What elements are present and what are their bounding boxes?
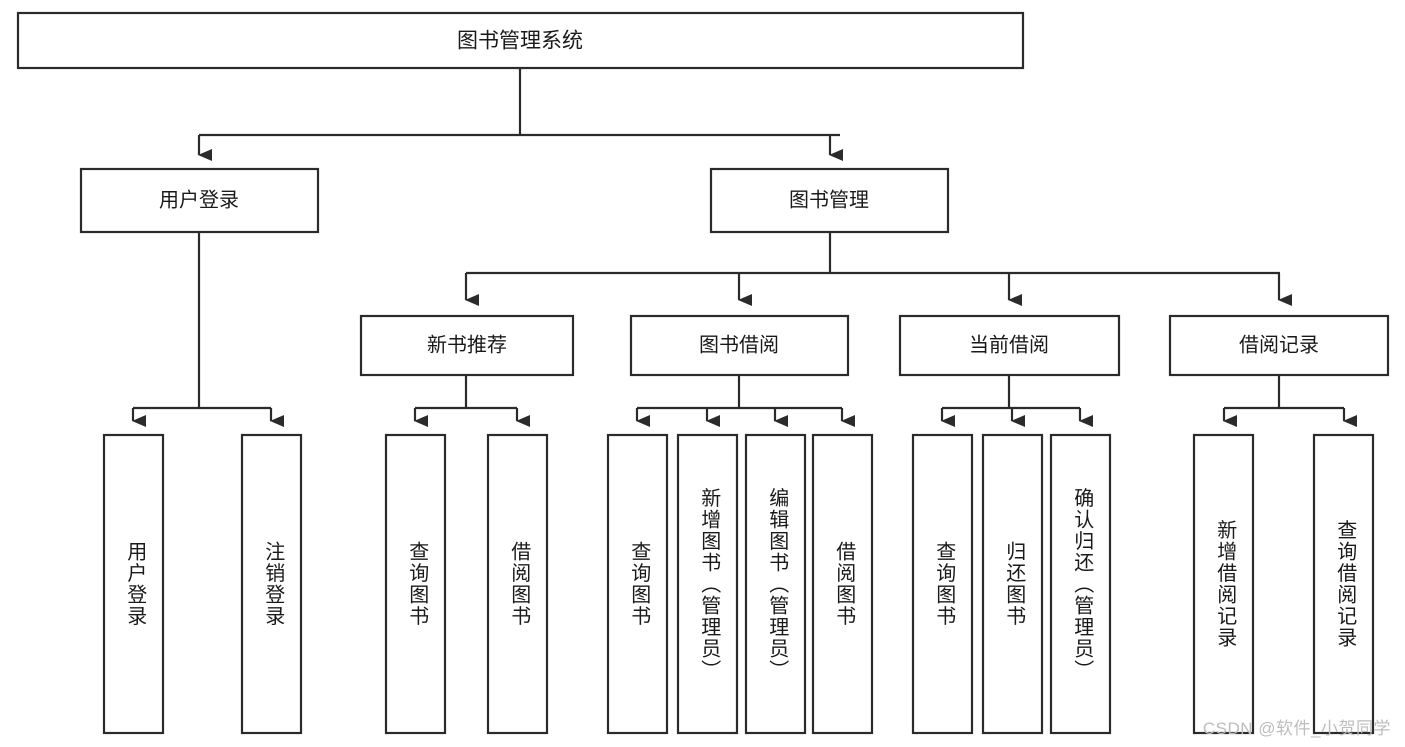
connector-root-to-level1: [197, 68, 843, 161]
node-book-borrow[interactable]: 图书借阅: [629, 314, 850, 377]
node-leaf-logout-login-label: 注销登录: [262, 541, 285, 627]
node-leaf-query-record-label: 查询借阅记录: [1334, 519, 1357, 648]
node-borrow-record-label: 借阅记录: [1239, 333, 1319, 356]
node-leaf-edit-book-label: 编辑图书（管理员）: [766, 487, 789, 681]
node-leaf-return-book-box[interactable]: [981, 433, 1044, 735]
node-leaf-user-login-label: 用户登录: [124, 541, 147, 627]
connector-layer: [131, 68, 1357, 427]
node-user-login[interactable]: 用户登录: [79, 167, 320, 234]
node-leaf-query-record-box[interactable]: [1312, 433, 1375, 735]
connector-bookborrow-to-leaves: [635, 375, 855, 427]
node-leaf-query-book-3[interactable]: 查询图书: [911, 433, 974, 735]
node-current-borrow-label: 当前借阅: [969, 333, 1049, 356]
node-leaf-borrow-book-1-box[interactable]: [486, 433, 549, 735]
node-leaf-confirm-return-box[interactable]: [1049, 433, 1112, 735]
connector-borrowrecord-to-leaves: [1222, 375, 1357, 427]
node-leaf-query-record[interactable]: 查询借阅记录: [1312, 433, 1375, 735]
node-leaf-add-record[interactable]: 新增借阅记录: [1192, 433, 1255, 735]
node-leaf-return-book[interactable]: 归还图书: [981, 433, 1044, 735]
node-leaf-borrow-book-1[interactable]: 借阅图书: [486, 433, 549, 735]
node-leaf-add-book[interactable]: 新增图书（管理员）: [676, 433, 739, 735]
node-leaf-query-book-1[interactable]: 查询图书: [384, 433, 447, 735]
node-user-login-box[interactable]: [79, 167, 320, 234]
node-leaf-borrow-book-2-label: 借阅图书: [833, 541, 856, 627]
node-book-borrow-label: 图书借阅: [699, 333, 779, 356]
node-leaf-user-login-box[interactable]: [102, 433, 165, 735]
node-leaf-add-book-label: 新增图书（管理员）: [698, 487, 721, 681]
node-borrow-record-box[interactable]: [1168, 314, 1390, 377]
node-book-manage-box[interactable]: [709, 167, 950, 234]
node-leaf-query-book-1-box[interactable]: [384, 433, 447, 735]
node-leaf-return-book-label: 归还图书: [1003, 541, 1026, 627]
node-leaf-logout-login-box[interactable]: [240, 433, 303, 735]
connector-bookmanage-to-level2: [464, 232, 1292, 306]
node-borrow-record[interactable]: 借阅记录: [1168, 314, 1390, 377]
node-book-manage[interactable]: 图书管理: [709, 167, 950, 234]
node-book-borrow-box[interactable]: [629, 314, 850, 377]
node-root-box[interactable]: [16, 11, 1025, 70]
node-leaf-query-book-2-box[interactable]: [606, 433, 669, 735]
node-new-book-recommend[interactable]: 新书推荐: [359, 314, 575, 377]
node-leaf-edit-book-box[interactable]: [744, 433, 807, 735]
node-book-manage-label: 图书管理: [789, 188, 869, 211]
node-leaf-edit-book[interactable]: 编辑图书（管理员）: [744, 433, 807, 735]
node-current-borrow-box[interactable]: [898, 314, 1121, 377]
connector-userlogin-to-leaves: [131, 232, 284, 427]
connector-currentborrow-to-leaves: [940, 375, 1093, 427]
node-leaf-query-book-3-label: 查询图书: [933, 541, 956, 627]
node-user-login-label: 用户登录: [159, 188, 239, 211]
node-current-borrow[interactable]: 当前借阅: [898, 314, 1121, 377]
node-leaf-query-book-2-label: 查询图书: [628, 541, 651, 627]
node-root[interactable]: 图书管理系统: [16, 11, 1025, 70]
node-leaf-add-record-box[interactable]: [1192, 433, 1255, 735]
node-leaf-borrow-book-1-label: 借阅图书: [508, 541, 531, 627]
node-leaf-user-login[interactable]: 用户登录: [102, 433, 165, 735]
node-new-book-recommend-label: 新书推荐: [427, 333, 507, 356]
node-new-book-recommend-box[interactable]: [359, 314, 575, 377]
node-leaf-borrow-book-2[interactable]: 借阅图书: [811, 433, 874, 735]
node-leaf-add-record-label: 新增借阅记录: [1214, 519, 1237, 648]
node-leaf-query-book-1-label: 查询图书: [406, 541, 429, 627]
node-leaf-logout-login[interactable]: 注销登录: [240, 433, 303, 735]
node-root-label: 图书管理系统: [457, 30, 583, 53]
node-leaf-confirm-return[interactable]: 确认归还（管理员）: [1049, 433, 1112, 735]
node-leaf-query-book-3-box[interactable]: [911, 433, 974, 735]
node-leaf-borrow-book-2-box[interactable]: [811, 433, 874, 735]
connector-newbook-to-leaves: [413, 375, 530, 427]
node-leaf-confirm-return-label: 确认归还（管理员）: [1071, 487, 1094, 681]
node-leaf-add-book-box[interactable]: [676, 433, 739, 735]
node-leaf-query-book-2[interactable]: 查询图书: [606, 433, 669, 735]
